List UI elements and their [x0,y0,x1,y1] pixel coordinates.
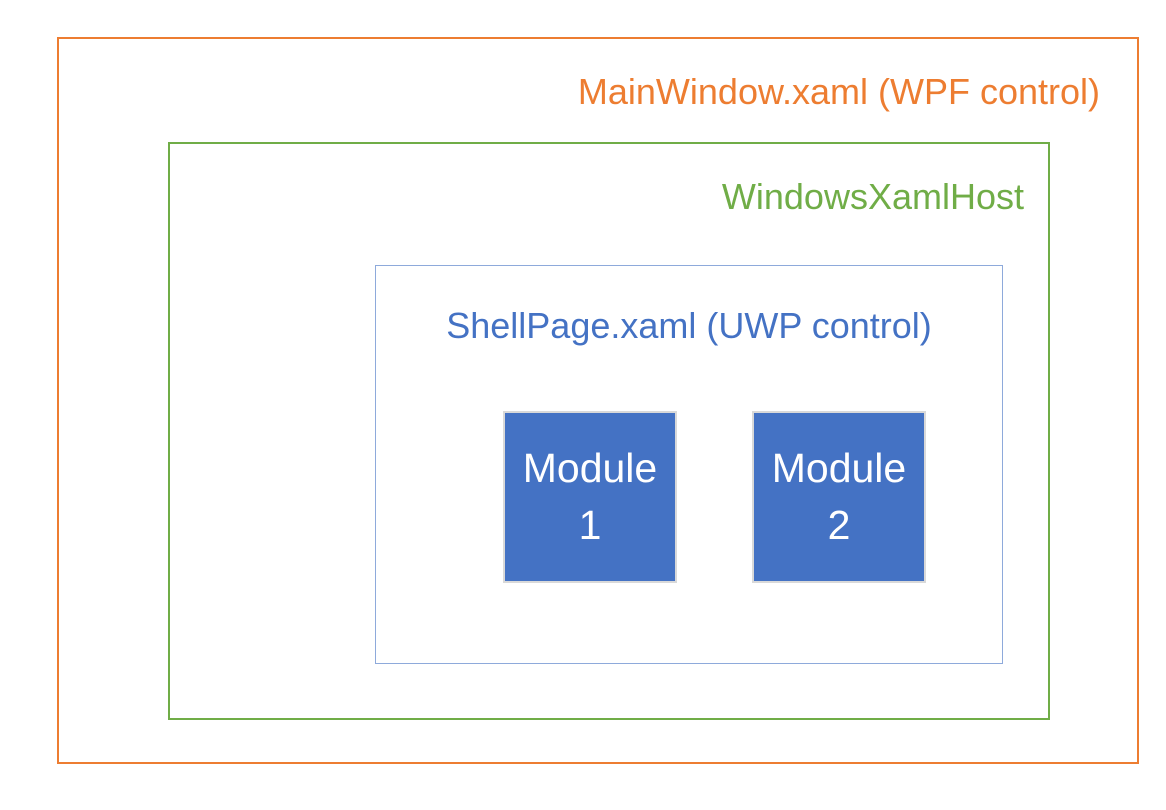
shellpage-uwp-box: ShellPage.xaml (UWP control) Module 1 Mo… [375,265,1003,664]
module-2-box: Module 2 [752,411,926,583]
module-2-name: Module [771,445,907,491]
module-2-number: 2 [827,502,851,548]
shellpage-uwp-label: ShellPage.xaml (UWP control) [446,305,932,346]
mainwindow-wpf-label: MainWindow.xaml (WPF control) [577,71,1100,112]
windows-xaml-host-label: WindowsXamlHost [721,176,1024,217]
mainwindow-wpf-box: MainWindow.xaml (WPF control) WindowsXam… [57,37,1139,764]
module-1-number: 1 [578,502,602,548]
windows-xaml-host-box: WindowsXamlHost ShellPage.xaml (UWP cont… [168,142,1050,720]
module-1-name: Module [522,445,658,491]
module-1-box: Module 1 [503,411,677,583]
